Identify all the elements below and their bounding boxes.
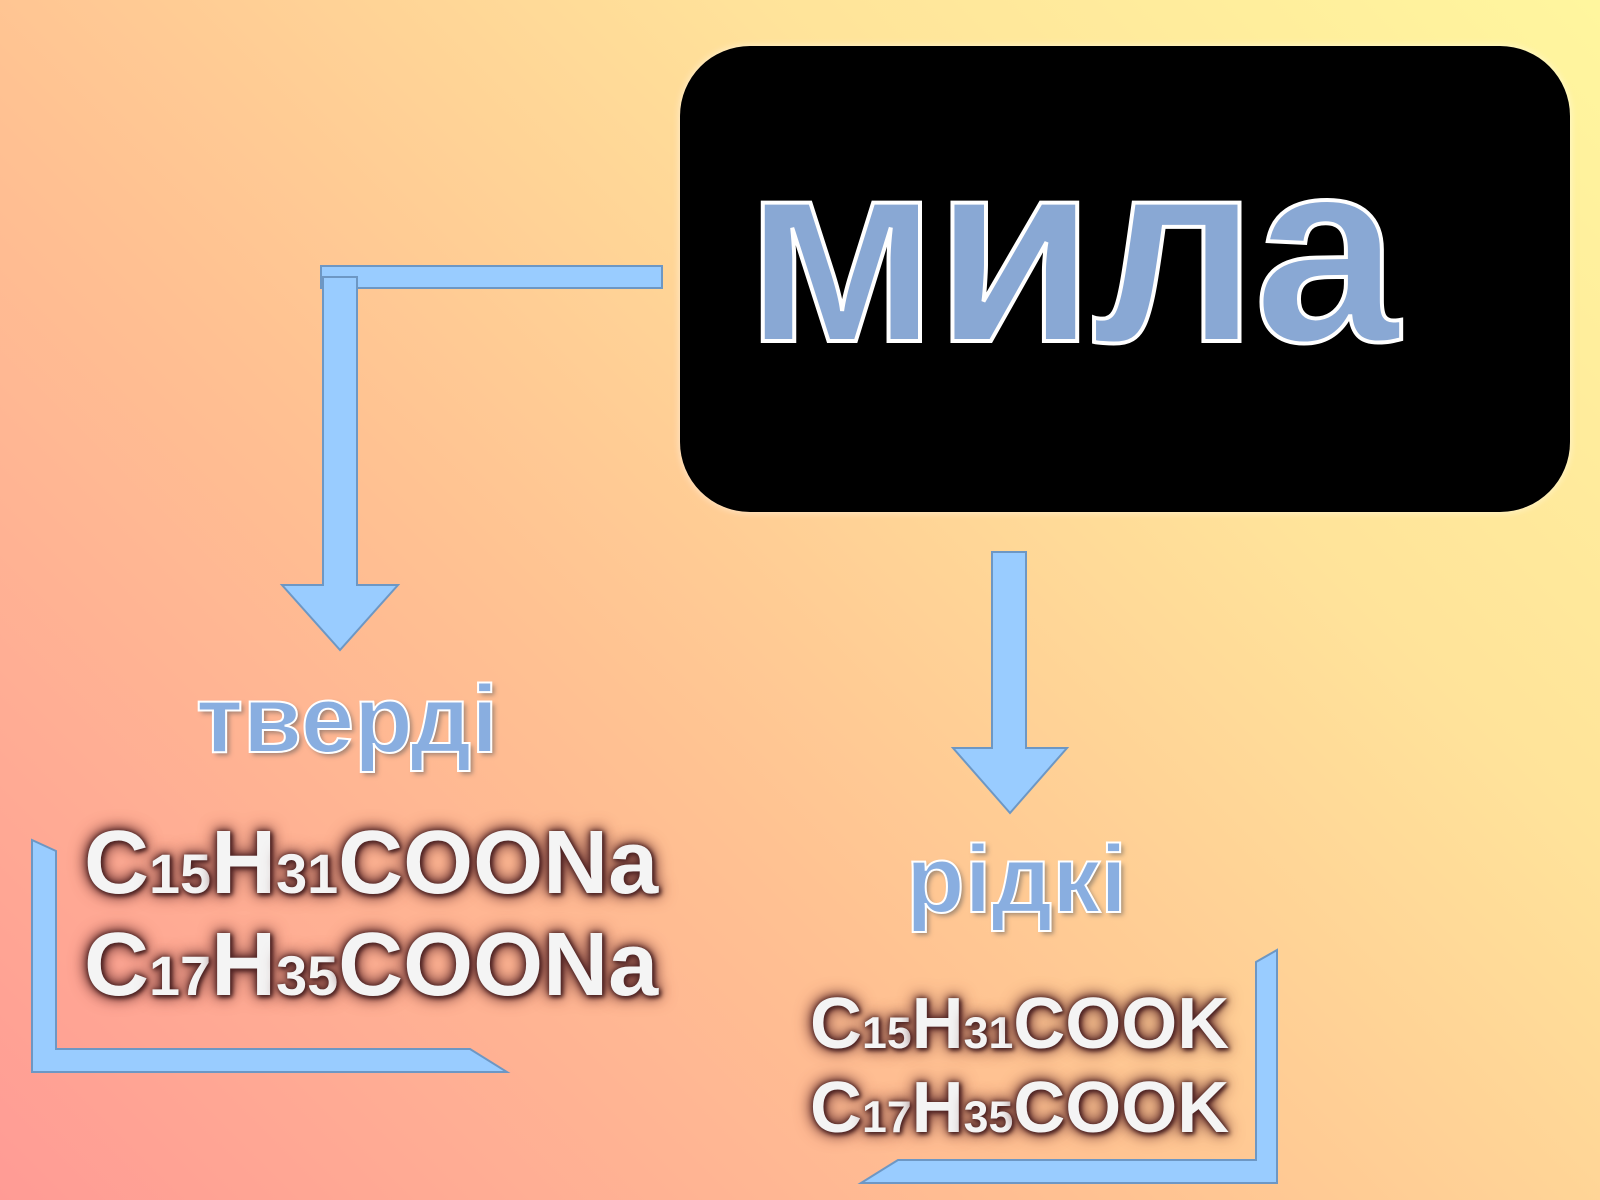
formula-potassium-stearate: C17H35COOK — [810, 1068, 1230, 1148]
arrow-to-solid — [279, 265, 663, 652]
formula-sodium-stearate: C17H35COONa — [84, 915, 659, 1015]
label-solid-soaps: тверді — [195, 666, 499, 773]
arrow-to-liquid — [950, 551, 1070, 815]
bracket-solid — [31, 838, 511, 1073]
bracket-liquid — [857, 948, 1278, 1184]
formula-potassium-palmitate: C15H31COOK — [810, 984, 1230, 1064]
formula-sodium-palmitate: C15H31COONa — [84, 813, 659, 913]
title: мила — [742, 104, 1401, 397]
title-box — [680, 46, 1570, 512]
label-liquid-soaps: рідкі — [905, 826, 1128, 933]
